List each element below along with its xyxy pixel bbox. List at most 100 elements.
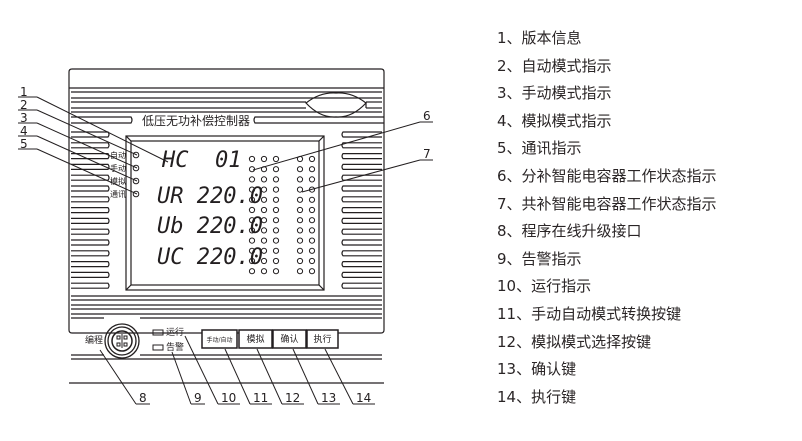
left-fin — [71, 185, 110, 192]
lcd-version-line: HC 01 — [161, 148, 241, 173]
left-fin — [71, 131, 110, 138]
left-fin — [71, 217, 110, 224]
capacitor-status-led — [308, 176, 316, 183]
callout-leader — [36, 122, 138, 169]
capacitor-status-led — [296, 186, 304, 193]
callout-leader — [171, 351, 192, 405]
capacitor-status-led — [308, 166, 316, 173]
callout-number: 3 — [20, 111, 28, 125]
capacitor-status-led — [248, 155, 256, 163]
callout-number: 8 — [139, 391, 147, 405]
capacitor-status-led — [308, 155, 316, 163]
button-label[interactable]: 确认 — [280, 333, 298, 345]
indicator-led — [132, 177, 140, 185]
control-buttons: 手动/自动 模拟 确认 执行 — [201, 329, 339, 349]
capacitor-status-led — [308, 247, 316, 254]
capacitor-status-led — [248, 206, 256, 214]
capacitor-status-led — [272, 206, 280, 214]
capacitor-status-led — [260, 247, 268, 254]
capacitor-status-led — [248, 186, 256, 193]
button-frame[interactable] — [306, 329, 339, 349]
capacitor-status-led — [272, 166, 280, 173]
lcd-frame — [125, 135, 325, 291]
capacitor-status-led — [272, 237, 280, 244]
capacitor-status-led — [248, 217, 256, 224]
indicator-led — [132, 164, 140, 172]
indicator-led — [132, 190, 140, 198]
callout-number: 11 — [253, 391, 268, 405]
left-fin — [71, 271, 110, 278]
right-fin — [341, 174, 382, 181]
capacitor-status-led — [260, 217, 268, 224]
indicator-led — [132, 151, 140, 159]
left-fin — [71, 261, 110, 268]
left-fin — [71, 207, 110, 214]
button-3[interactable]: 确认 — [272, 329, 307, 349]
lcd-voltage-b: Ub 220.0 — [157, 214, 263, 239]
capacitor-status-led — [296, 268, 304, 275]
legend-item: 13、确认键 — [497, 360, 577, 379]
port-label: 编程 — [85, 334, 103, 346]
button-label[interactable]: 执行 — [313, 333, 331, 345]
button-frame[interactable] — [272, 329, 307, 349]
cooling-fins — [71, 131, 382, 289]
callout-number: 12 — [285, 391, 300, 405]
capacitor-status-led — [272, 227, 280, 234]
button-2[interactable]: 模拟 — [238, 329, 273, 349]
legend-item: 1、版本信息 — [497, 29, 582, 47]
right-fin — [341, 153, 382, 160]
legend-list: 1、版本信息 2、自动模式指示 3、手动模式指示 4、模拟模式指示 5、通讯指示… — [497, 25, 717, 411]
capacitor-status-led — [248, 166, 256, 173]
right-fin — [341, 196, 382, 203]
callout-leader — [36, 109, 138, 156]
capacitor-status-led — [260, 206, 268, 214]
capacitor-status-led — [308, 206, 316, 214]
capacitor-status-led — [296, 206, 304, 214]
right-fin — [341, 217, 382, 224]
capacitor-status-led — [296, 196, 304, 203]
legend-item: 3、手动模式指示 — [497, 84, 612, 103]
button-4[interactable]: 执行 — [306, 329, 339, 349]
capacitor-status-led — [248, 268, 256, 275]
capacitor-status-led — [308, 217, 316, 224]
capacitor-status-led — [272, 247, 280, 254]
capacitor-status-led — [272, 155, 280, 163]
capacitor-status-led — [308, 237, 316, 244]
right-fin — [341, 207, 382, 214]
button-frame[interactable] — [201, 329, 238, 349]
legend-item: 10、运行指示 — [497, 277, 592, 296]
alarm-led — [152, 344, 164, 351]
right-fin — [341, 228, 382, 235]
left-fin — [71, 142, 110, 149]
callout-leader — [36, 135, 138, 182]
button-frame[interactable] — [238, 329, 273, 349]
capacitor-status-led — [272, 176, 280, 183]
callout-number: 7 — [423, 147, 431, 161]
button-1[interactable]: 手动/自动 — [201, 329, 238, 349]
capacitor-status-led — [248, 247, 256, 254]
button-label[interactable]: 模拟 — [246, 333, 264, 345]
left-fin — [71, 163, 110, 170]
callout-number: 10 — [221, 391, 236, 405]
legend-item: 8、程序在线升级接口 — [497, 222, 642, 241]
callout-number: 9 — [194, 391, 202, 405]
capacitor-status-led — [260, 237, 268, 244]
programming-port[interactable] — [104, 323, 140, 359]
capacitor-status-led — [272, 268, 280, 275]
capacitor-status-led — [296, 247, 304, 254]
capacitor-status-led — [260, 268, 268, 275]
capacitor-status-led — [260, 186, 268, 193]
button-label[interactable]: 手动/自动 — [206, 336, 232, 344]
capacitor-status-led — [272, 196, 280, 203]
legend-item: 9、告警指示 — [497, 249, 582, 268]
indicator-label: 自动 — [110, 150, 126, 160]
callout-number: 13 — [321, 391, 336, 405]
lcd-display: HC 01 UR 220.0 Ub 220.0 UC 220.0 — [157, 148, 263, 270]
capacitor-status-led — [260, 227, 268, 234]
left-fin — [71, 282, 110, 289]
callout-leader — [36, 148, 138, 195]
capacitor-status-led — [308, 257, 316, 265]
callout-number: 1 — [20, 85, 28, 99]
capacitor-status-led — [308, 227, 316, 234]
